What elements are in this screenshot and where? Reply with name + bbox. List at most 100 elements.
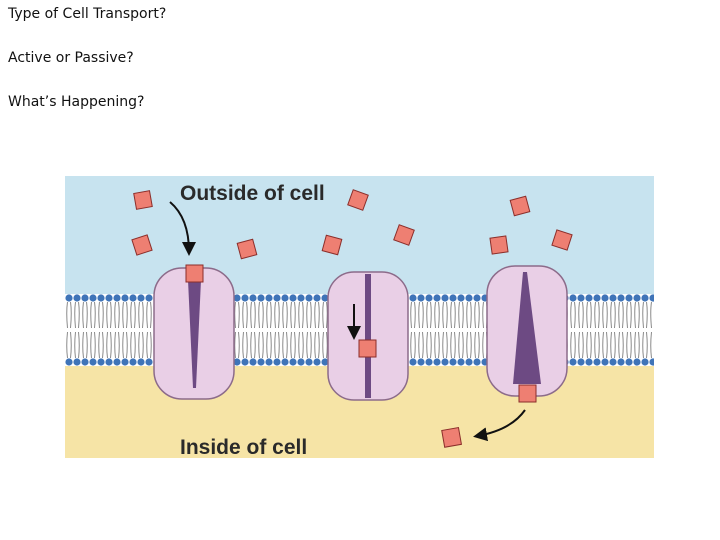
phospholipid-head xyxy=(617,294,625,302)
inside-of-cell-label: Inside of cell xyxy=(180,436,307,458)
phospholipid-head xyxy=(441,294,449,302)
arrow-into-protein-1 xyxy=(169,201,196,256)
molecule xyxy=(321,234,343,256)
molecule xyxy=(347,189,369,211)
phospholipid-head xyxy=(289,294,297,302)
phospholipid-tail xyxy=(450,331,456,359)
phospholipid-head xyxy=(65,294,73,302)
channel-protein-1 xyxy=(153,267,235,400)
phospholipid-head xyxy=(473,294,481,302)
question-active-passive: Active or Passive? xyxy=(8,50,134,66)
phospholipid-head xyxy=(457,294,465,302)
phospholipid-tail xyxy=(314,331,320,359)
phospholipid-tail xyxy=(634,331,640,359)
phospholipid-tail xyxy=(466,331,472,359)
phospholipid-tail xyxy=(98,301,104,329)
phospholipid-tail xyxy=(106,331,112,359)
molecule xyxy=(551,229,573,251)
phospholipid-head xyxy=(601,358,609,366)
phospholipid-head xyxy=(585,294,593,302)
phospholipid-head xyxy=(105,294,113,302)
phospholipid-tail xyxy=(578,301,584,329)
arrow-out-protein-3 xyxy=(473,409,526,442)
phospholipid-head xyxy=(465,294,473,302)
phospholipid-tail xyxy=(650,301,652,329)
phospholipid-tail xyxy=(410,301,416,329)
phospholipid-tail xyxy=(586,331,592,359)
phospholipid-tail xyxy=(434,331,440,359)
phospholipid-tail xyxy=(74,331,80,359)
phospholipid-head xyxy=(433,294,441,302)
phospholipid-tail xyxy=(570,301,576,329)
phospholipid-head xyxy=(65,358,73,366)
phospholipid-head xyxy=(281,358,289,366)
phospholipid-head xyxy=(625,294,633,302)
phospholipid-tail xyxy=(450,301,456,329)
phospholipid-tail xyxy=(258,301,264,329)
phospholipid-tail xyxy=(122,301,128,329)
phospholipid-head xyxy=(625,358,633,366)
phospholipid-head xyxy=(577,294,585,302)
phospholipid-tail xyxy=(426,301,432,329)
phospholipid-head xyxy=(89,294,97,302)
phospholipid-head xyxy=(297,358,305,366)
phospholipid-tail xyxy=(314,301,320,329)
phospholipid-head xyxy=(417,358,425,366)
phospholipid-tail xyxy=(146,331,152,359)
phospholipid-tail xyxy=(242,331,248,359)
phospholipid-head xyxy=(585,358,593,366)
phospholipid-head xyxy=(81,358,89,366)
phospholipid-tail xyxy=(266,331,272,359)
phospholipid-head xyxy=(97,358,105,366)
phospholipid-tail xyxy=(474,301,480,329)
phospholipid-tail xyxy=(130,301,136,329)
phospholipid-head xyxy=(97,294,105,302)
phospholipid-head xyxy=(465,358,473,366)
phospholipid-tail xyxy=(290,331,296,359)
phospholipid-head xyxy=(249,294,257,302)
phospholipid-head xyxy=(601,294,609,302)
phospholipid-head xyxy=(81,294,89,302)
phospholipid-tail xyxy=(594,301,600,329)
phospholipid-tail xyxy=(90,301,96,329)
phospholipid-tail xyxy=(442,331,448,359)
phospholipid-head xyxy=(89,358,97,366)
phospholipid-head xyxy=(145,358,153,366)
phospholipid-head xyxy=(449,294,457,302)
molecule-in-protein-2 xyxy=(358,339,377,358)
phospholipid-tail xyxy=(138,331,144,359)
phospholipid-tail xyxy=(66,331,72,359)
phospholipid-head xyxy=(305,294,313,302)
phospholipid-tail xyxy=(610,331,616,359)
phospholipid-tail xyxy=(594,331,600,359)
phospholipid-head xyxy=(273,294,281,302)
phospholipid-head xyxy=(633,358,641,366)
phospholipid-head xyxy=(641,294,649,302)
phospholipid-tail xyxy=(642,301,648,329)
phospholipid-head xyxy=(649,358,654,366)
phospholipid-tail xyxy=(138,301,144,329)
phospholipid-head xyxy=(305,358,313,366)
phospholipid-tail xyxy=(458,301,464,329)
phospholipid-head xyxy=(617,358,625,366)
question-transport-type: Type of Cell Transport? xyxy=(8,6,167,22)
phospholipid-head xyxy=(73,358,81,366)
phospholipid-head xyxy=(137,294,145,302)
phospholipid-tail xyxy=(290,301,296,329)
phospholipid-head xyxy=(241,358,249,366)
phospholipid-tail xyxy=(634,301,640,329)
phospholipid-head xyxy=(257,294,265,302)
phospholipid-tail xyxy=(426,331,432,359)
phospholipid-tail xyxy=(466,301,472,329)
phospholipid-head xyxy=(233,358,241,366)
phospholipid-tail xyxy=(242,301,248,329)
phospholipid-tail xyxy=(82,301,88,329)
phospholipid-head xyxy=(273,358,281,366)
molecule-in-protein-3 xyxy=(518,384,537,403)
phospholipid-head xyxy=(425,358,433,366)
phospholipid-tail xyxy=(130,331,136,359)
phospholipid-tail xyxy=(618,301,624,329)
phospholipid-head xyxy=(257,358,265,366)
phospholipid-tail xyxy=(410,331,416,359)
molecule xyxy=(131,234,153,256)
